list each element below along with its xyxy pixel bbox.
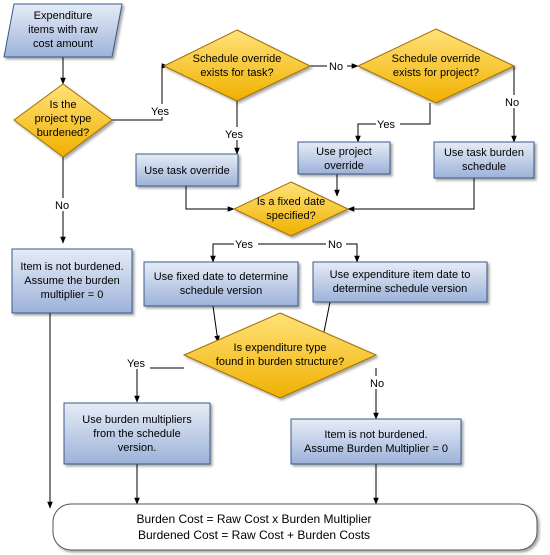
start-line-3: cost amount <box>33 38 93 50</box>
label-no-fixed: No <box>328 239 342 251</box>
decision-fixed-date: Is a fixed date specified? <box>232 181 350 237</box>
end-node: Burden Cost = Raw Cost x Burden Multipli… <box>52 503 538 551</box>
project-override-line-1: Schedule override <box>392 53 481 65</box>
decision-project-burdened: Is the project type burdened? <box>13 83 113 158</box>
box-use-task-burden-schedule: Use task burden schedule <box>433 141 535 179</box>
task-override-line-1: Schedule override <box>193 53 282 65</box>
burdened-line-1: Is the <box>50 99 77 111</box>
task-burden-line-2: schedule <box>462 161 506 173</box>
arrow-exp-type-yes <box>134 367 184 403</box>
arrow-fixed-yes <box>210 243 291 263</box>
box-not-burdened-zero: Item is not burdened. Assume the burden … <box>11 248 133 314</box>
arrow-task-override-to-fixed <box>185 186 235 212</box>
project-override-line-2: exists for project? <box>393 67 479 79</box>
exp-item-date-line-2: determine schedule version <box>333 283 468 295</box>
box-use-burden-multipliers: Use burden multipliers from the schedule… <box>63 402 211 465</box>
fixed-date-line-2: specified? <box>266 210 316 222</box>
label-no-task: No <box>329 61 343 73</box>
arrow-fixed-no <box>291 243 360 263</box>
label-yes-fixed: Yes <box>235 239 253 251</box>
fixed-date-box-line-1: Use fixed date to determine <box>154 271 289 283</box>
exp-item-date-line-1: Use expenditure item date to <box>330 269 471 281</box>
multipliers-line-2: from the schedule <box>93 428 180 440</box>
burdened-line-3: burdened? <box>37 127 90 139</box>
not-burdened-multiplier-line-1: Item is not burdened. <box>324 429 427 441</box>
start-line-1: Expenditure <box>34 10 93 22</box>
label-yes-project: Yes <box>377 119 395 131</box>
connector-labels: Yes No No Yes Yes No Yes No Yes No <box>55 59 523 390</box>
label-yes-burdened: Yes <box>151 106 169 118</box>
decision-expenditure-type: Is expenditure type found in burden stru… <box>182 312 378 399</box>
exp-type-line-2: found in burden structure? <box>216 356 344 368</box>
start-line-2: items with raw <box>28 24 98 36</box>
box-use-expenditure-item-date: Use expenditure item date to determine s… <box>312 261 488 303</box>
label-no-burdened: No <box>55 200 69 212</box>
arrow-fixed-date-to-exp-type <box>212 305 220 343</box>
not-burdened-multiplier-line-2: Assume Burden Multiplier = 0 <box>304 443 448 455</box>
label-yes-task: Yes <box>225 129 243 141</box>
start-node: Expenditure items with raw cost amount <box>3 3 123 58</box>
fixed-date-box-line-2: schedule version <box>180 285 263 297</box>
decision-project-override: Schedule override exists for project? <box>356 28 516 104</box>
box-use-fixed-date: Use fixed date to determine schedule ver… <box>143 261 299 307</box>
end-line-2: Burdened Cost = Raw Cost + Burden Costs <box>138 528 370 542</box>
not-burdened-zero-line-3: multiplier = 0 <box>41 289 104 301</box>
label-no-project: No <box>505 97 519 109</box>
burdened-line-2: project type <box>35 113 92 125</box>
label-no-exp-type: No <box>370 378 384 390</box>
multipliers-line-1: Use burden multipliers <box>82 414 192 426</box>
box-use-project-override: Use project override <box>297 141 391 175</box>
task-burden-line-1: Use task burden <box>444 147 524 159</box>
not-burdened-zero-line-2: Assume the burden <box>24 275 119 287</box>
box-not-burdened-multiplier: Item is not burdened. Assume Burden Mult… <box>290 418 462 465</box>
end-line-1: Burden Cost = Raw Cost x Burden Multipli… <box>136 512 371 526</box>
task-override-line-2: exists for task? <box>200 67 273 79</box>
label-yes-exp-type: Yes <box>127 358 145 370</box>
box-use-task-override: Use task override <box>135 153 239 187</box>
exp-type-line-1: Is expenditure type <box>234 342 327 354</box>
fixed-date-line-1: Is a fixed date <box>257 196 326 208</box>
project-override-box-line-2: override <box>324 160 364 172</box>
project-override-box-line-1: Use project <box>316 146 372 158</box>
multipliers-line-3: version. <box>118 442 157 454</box>
task-override-box-line-1: Use task override <box>144 165 230 177</box>
arrow-task-burden-to-fixed <box>347 178 475 212</box>
decision-task-override: Schedule override exists for task? <box>162 29 312 102</box>
not-burdened-zero-line-1: Item is not burdened. <box>20 261 123 273</box>
